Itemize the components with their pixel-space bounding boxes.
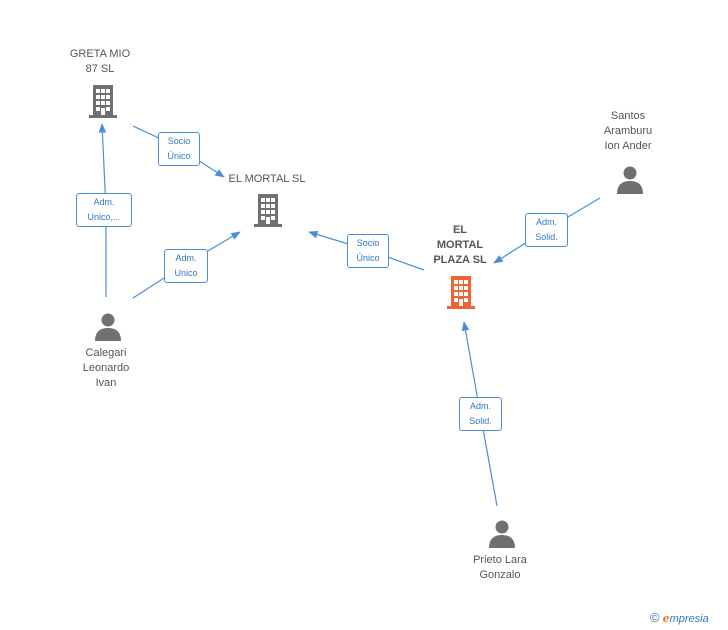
node-label-line: EL MORTAL SL bbox=[228, 173, 306, 185]
edge-label-line: Único bbox=[356, 253, 380, 263]
node-label-line: Leonardo bbox=[82, 362, 130, 374]
node-label-line: Ivan bbox=[95, 377, 117, 389]
edge-label-line: Adm. bbox=[175, 253, 197, 263]
edge-label-line: Socio bbox=[167, 136, 191, 146]
edge-label-line: Solid. bbox=[469, 416, 492, 426]
node-label-line: GRETA MIO bbox=[69, 48, 131, 60]
node-label-line: EL bbox=[452, 224, 468, 236]
node-label-line: 87 SL bbox=[85, 63, 115, 75]
edge-label-line: Adm. bbox=[469, 401, 491, 411]
node-label-line: PLAZA SL bbox=[433, 254, 487, 266]
node-label-line: Calegari bbox=[85, 347, 127, 359]
node-label-line: Ion Ander bbox=[604, 140, 652, 152]
node-label-el-mortal-plaza-sl[interactable]: EL MORTAL PLAZA SL bbox=[408, 223, 512, 268]
edge-label-santos-to-plaza[interactable]: Adm. Solid. bbox=[525, 213, 568, 247]
node-label-greta-mio-87-sl[interactable]: GRETA MIO 87 SL bbox=[50, 47, 150, 77]
edge-label-plaza-to-mortal[interactable]: Socio Único bbox=[347, 234, 389, 268]
node-label-santos-aramburu-ion-ander[interactable]: Santos Aramburu Ion Ander bbox=[578, 109, 678, 154]
node-label-prieto-lara-gonzalo[interactable]: Prieto Lara Gonzalo bbox=[450, 553, 550, 583]
building-icon[interactable] bbox=[87, 83, 119, 119]
copyright-icon: © bbox=[650, 610, 660, 625]
edge-label-greta-to-mortal[interactable]: Socio Único bbox=[158, 132, 200, 166]
edge-label-line: Adm. bbox=[93, 197, 115, 207]
edge-label-line: Solid. bbox=[535, 232, 558, 242]
node-label-line: Santos bbox=[610, 110, 646, 122]
node-label-line: Aramburu bbox=[603, 125, 653, 137]
person-icon[interactable] bbox=[486, 517, 518, 549]
edge-label-line: Socio bbox=[356, 238, 380, 248]
edge-label-line: Único bbox=[167, 151, 191, 161]
building-icon[interactable] bbox=[252, 192, 284, 228]
edge-label-line: Unico bbox=[174, 268, 198, 278]
person-icon[interactable] bbox=[92, 310, 124, 342]
edge-label-line: Adm. bbox=[535, 217, 557, 227]
node-label-line: Gonzalo bbox=[479, 569, 521, 581]
person-icon[interactable] bbox=[614, 163, 646, 195]
brand-initial: e bbox=[662, 612, 670, 625]
edge-label-line: Unico,... bbox=[87, 212, 121, 222]
node-label-calegari-leonardo-ivan[interactable]: Calegari Leonardo Ivan bbox=[56, 346, 156, 391]
node-label-line: Prieto Lara bbox=[473, 554, 527, 566]
edge-label-calegari-to-mortal[interactable]: Adm. Unico bbox=[164, 249, 208, 283]
footer-brand: ©empresia bbox=[650, 610, 709, 625]
edge-label-prieto-to-plaza[interactable]: Adm. Solid. bbox=[459, 397, 502, 431]
node-label-line: MORTAL bbox=[436, 239, 484, 251]
building-icon[interactable] bbox=[445, 274, 477, 310]
brand-name: mpresia bbox=[669, 613, 709, 625]
edge-label-calegari-to-greta[interactable]: Adm. Unico,... bbox=[76, 193, 132, 227]
node-label-el-mortal-sl[interactable]: EL MORTAL SL bbox=[207, 172, 327, 187]
